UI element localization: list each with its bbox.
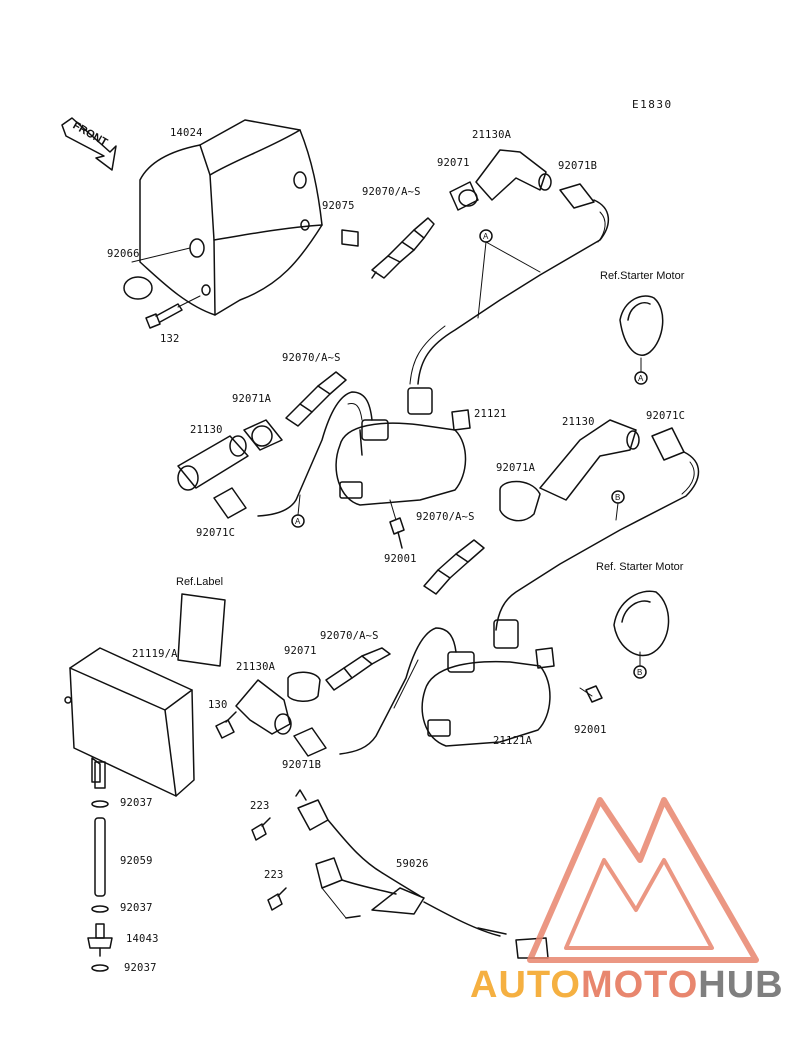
part-label-92070-4: 92070/A~S [320, 630, 379, 642]
lead-upper-A [409, 199, 609, 385]
boot-92071B-lower [293, 727, 327, 757]
ref-starter-motor-1: Ref.Starter Motor [600, 270, 685, 282]
label-92075 [341, 229, 359, 247]
connector-a-label-2: A [638, 374, 644, 383]
part-label-92070-1: 92070/A~S [362, 186, 421, 198]
watermark-moto: MOTO [580, 964, 699, 1006]
spark-plug-2 [285, 371, 347, 427]
spark-plug-1 [371, 217, 435, 279]
part-label-92071C-1: 92071C [196, 527, 236, 539]
part-label-92071B-1: 92071B [558, 160, 598, 172]
lead-coil-21121A [339, 627, 457, 755]
connector-b-label-1: B [615, 493, 620, 502]
part-label-14043: 14043 [126, 933, 159, 945]
washer-92037-1 [91, 800, 109, 808]
automotohub-logo [527, 797, 759, 963]
part-label-21130-2: 21130 [562, 416, 595, 428]
boot-92071-top [449, 181, 479, 211]
boot-92071A-left [243, 419, 283, 451]
part-label-59026: 59026 [396, 858, 429, 870]
part-label-92001-1: 92001 [384, 553, 417, 565]
hose-92059 [94, 817, 106, 897]
ignition-coil-21121A [421, 619, 555, 747]
cap-21130-left [177, 435, 249, 491]
spark-plug-4 [325, 647, 391, 691]
part-label-92037-1: 92037 [120, 797, 153, 809]
watermark-hub: HUB [698, 964, 784, 1006]
watermark-auto: AUTO [470, 964, 581, 1006]
lead-coil-lower [257, 391, 373, 517]
part-label-92071A-1: 92071A [232, 393, 272, 405]
screw-223-2 [267, 887, 287, 911]
ignition-cover-14024 [139, 119, 323, 316]
lead-middle-B [495, 451, 700, 631]
part-label-92059: 92059 [120, 855, 153, 867]
part-label-92071B-2: 92071B [282, 759, 322, 771]
connector-a-label-1: A [483, 232, 489, 241]
part-label-21121: 21121 [474, 408, 507, 420]
washer-92037-2 [91, 905, 109, 913]
connector-a-bottom [291, 494, 305, 528]
front-label: FRONT [71, 120, 110, 149]
harness-59026 [295, 789, 549, 959]
part-label-21121A: 21121A [493, 735, 533, 747]
connector-b-top [611, 490, 625, 521]
screw-223-1 [251, 817, 271, 841]
part-label-92037-3: 92037 [124, 962, 157, 974]
boot-92071A-right [499, 480, 541, 522]
connector-a-top [477, 229, 541, 319]
ref-label: Ref.Label [176, 576, 224, 588]
cap-21130A-lower [235, 679, 292, 735]
front-arrow-icon [61, 117, 117, 171]
spark-plug-3 [423, 539, 485, 595]
part-label-92070-2: 92070/A~S [282, 352, 341, 364]
part-label-92001-2: 92001 [574, 724, 607, 736]
part-label-92071A-2: 92071A [496, 462, 536, 474]
part-label-21119A: 21119/A [132, 648, 178, 660]
boot-92071C-right [651, 427, 685, 461]
boot-92071B-top [559, 183, 595, 209]
washer-92037-3 [91, 964, 109, 972]
starter-clamp-b [613, 590, 670, 679]
part-label-132: 132 [160, 333, 180, 345]
part-label-92066: 92066 [107, 248, 140, 260]
part-label-21130A-2: 21130A [236, 661, 276, 673]
cap-21130A-top [475, 149, 552, 201]
part-label-92071-2: 92071 [284, 645, 317, 657]
starter-clamp-a [619, 295, 664, 385]
ignition-coil-21121 [335, 387, 471, 521]
pipe-ecu [94, 761, 106, 789]
part-label-223-1: 223 [250, 800, 270, 812]
part-label-92071C-2: 92071C [646, 410, 686, 422]
connector-a-label-3: A [295, 517, 301, 526]
part-label-14024: 14024 [170, 127, 203, 139]
bolt-92001-top [389, 517, 405, 549]
part-label-92037-2: 92037 [120, 902, 153, 914]
part-label-21130A-1: 21130A [472, 129, 512, 141]
bolt-92001-bottom [579, 685, 603, 703]
part-label-92070-3: 92070/A~S [416, 511, 475, 523]
diagram-code: E1830 [632, 98, 673, 111]
part-label-92075: 92075 [322, 200, 355, 212]
valve-14043 [87, 923, 113, 957]
cap-21130-right [539, 419, 640, 501]
part-label-21130-1: 21130 [190, 424, 223, 436]
part-label-92071-1: 92071 [437, 157, 470, 169]
bolt-132 [145, 295, 201, 329]
grommet-92066 [123, 247, 191, 300]
connector-b-label-2: B [637, 668, 642, 677]
boot-92071C-left [213, 487, 247, 519]
igniter-21119A [64, 647, 195, 797]
part-label-223-2: 223 [264, 869, 284, 881]
ref-starter-motor-2: Ref. Starter Motor [596, 561, 684, 573]
watermark-text: AUTOMOTOHUB [470, 964, 784, 1007]
part-label-130: 130 [208, 699, 228, 711]
bolt-130 [215, 711, 237, 739]
boot-92071-lower [287, 671, 321, 702]
ref-label-sticker [177, 593, 226, 667]
